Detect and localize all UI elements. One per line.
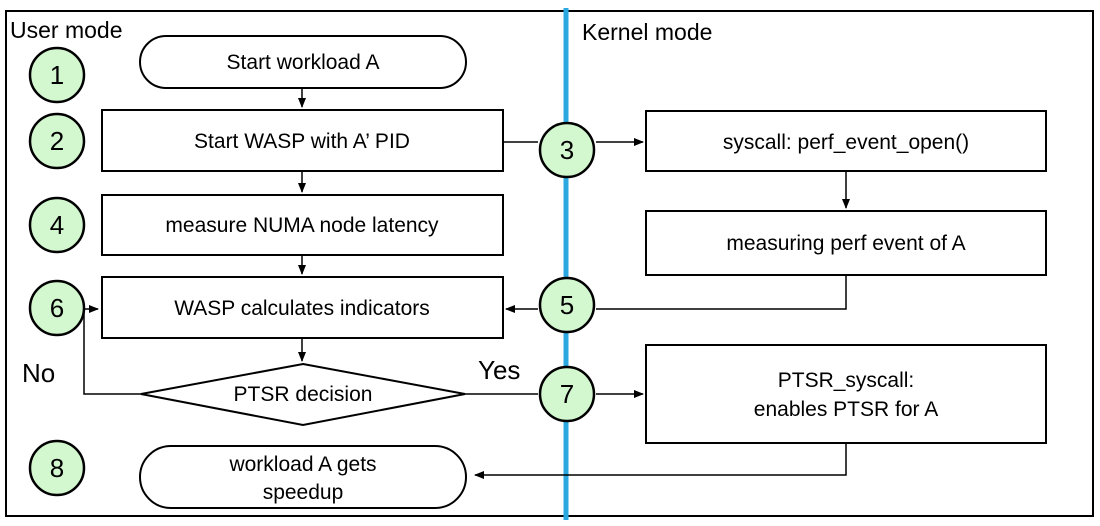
- step-3-marker: [538, 121, 596, 179]
- user-mode-label-bg: [7, 14, 147, 44]
- step-4-marker: [28, 196, 86, 254]
- measuring-perf-box: [645, 210, 1047, 276]
- ptsr-decision-label: PTSR decision: [234, 383, 373, 406]
- step-5-marker: [538, 276, 596, 334]
- measure-numa-box: [101, 194, 504, 256]
- start-wasp-box: [101, 109, 504, 172]
- ptsr-syscall-label-line2: enables PTSR for A: [754, 398, 938, 421]
- step-1-marker: [28, 46, 86, 104]
- syscall-perf-label: syscall: perf_event_open(): [723, 131, 969, 154]
- start-wasp-label: Start WASP with A’ PID: [194, 130, 410, 153]
- step-2-marker: [28, 112, 86, 170]
- step-1-label: 1: [50, 60, 64, 90]
- workload-speedup-terminal: [139, 445, 467, 509]
- start-workload-label: Start workload A: [227, 51, 380, 74]
- step-6-marker: [28, 279, 86, 337]
- kernel-mode-label: Kernel mode: [582, 19, 712, 45]
- ptsr-syscall-label-line1: PTSR_syscall:: [778, 369, 915, 392]
- user-mode-label: User mode: [10, 17, 122, 43]
- step-7-marker: [538, 365, 596, 423]
- branch-no-label: No: [22, 358, 55, 388]
- workload-speedup-label-line1: workload A gets: [228, 453, 376, 476]
- syscall-perf-box: [645, 110, 1047, 172]
- start-workload-terminal: [139, 35, 467, 89]
- measuring-perf-label: measuring perf event of A: [726, 232, 965, 255]
- ptsr-decision-diamond: [140, 362, 466, 427]
- wasp-calculates-label: WASP calculates indicators: [174, 297, 430, 320]
- workload-speedup-label-line2: speedup: [263, 481, 344, 504]
- ptsr-syscall-box: [645, 344, 1047, 444]
- step-8-marker: [28, 439, 86, 497]
- wasp-calculates-box: [101, 276, 504, 339]
- step-3-label: 3: [560, 135, 574, 165]
- edge-measuring-to-step5: [596, 275, 847, 310]
- step-4-label: 4: [50, 210, 64, 240]
- step-8-label: 8: [50, 453, 64, 483]
- step-7-label: 7: [560, 379, 574, 409]
- measure-numa-label: measure NUMA node latency: [165, 214, 439, 237]
- edge-no-loop: [83, 305, 141, 395]
- step-6-label: 6: [50, 293, 64, 323]
- edge-ptsr-to-speedup: [474, 443, 847, 479]
- step-2-label: 2: [50, 126, 64, 156]
- branch-yes-label: Yes: [478, 355, 520, 385]
- step-5-label: 5: [560, 290, 574, 320]
